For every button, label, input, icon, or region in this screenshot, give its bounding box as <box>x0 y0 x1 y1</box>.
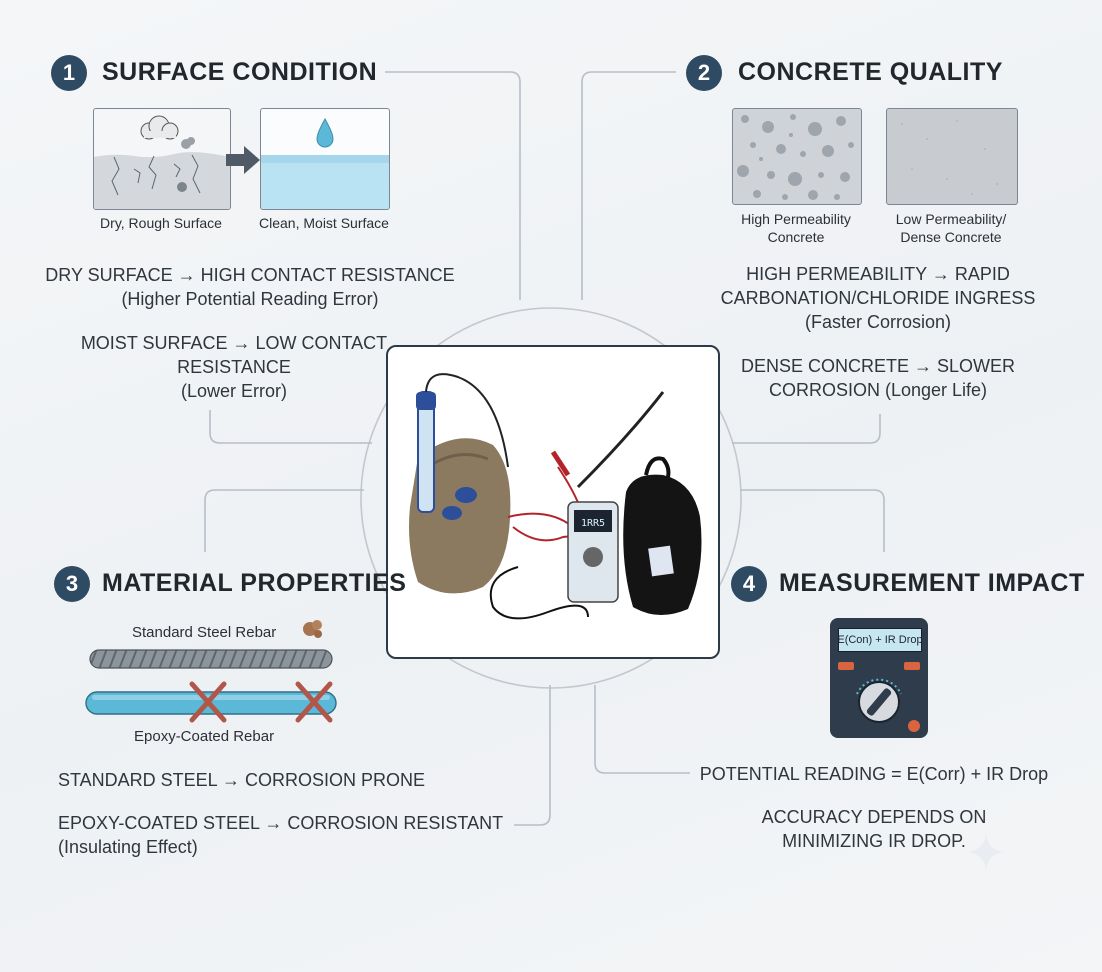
standard-steel-effect: STANDARD STEEL → CORROSION PRONE <box>58 770 426 790</box>
high-permeability-sample <box>732 108 862 205</box>
section-4-title: MEASUREMENT IMPACT <box>779 569 1085 597</box>
standard-rebar-caption: Standard Steel Rebar <box>132 624 277 641</box>
arrow-right-icon <box>226 146 260 174</box>
section-1-badge: 1 <box>51 55 87 91</box>
multimeter-display: E(Con) + IR Drop <box>837 628 923 652</box>
multimeter-reading: 1RR5 <box>581 518 605 529</box>
dry-surface-illustration <box>93 108 231 210</box>
epoxy-steel-effect: EPOXY-COATED STEEL → CORROSION RESISTANT… <box>58 813 504 857</box>
sparkle-icon <box>968 834 1004 870</box>
low-permeability-sample <box>886 108 1018 205</box>
accuracy-note: ACCURACY DEPENDS ON MINIMIZING IR DROP. <box>761 807 987 851</box>
multimeter-illustration: E(Con) + IR Drop <box>830 618 928 738</box>
standard-steel-rebar <box>89 649 333 669</box>
section-4-badge: 4 <box>731 566 767 602</box>
selector-dial-icon <box>856 678 902 723</box>
section-3-title: MATERIAL PROPERTIES <box>102 569 407 597</box>
moist-surface-illustration <box>260 108 390 210</box>
moist-surface-caption: Clean, Moist Surface <box>259 215 389 231</box>
half-cell-test-kit-photo: 1RR5 <box>386 345 720 659</box>
meter-right-button <box>904 662 920 670</box>
moist-surface-effect: MOIST SURFACE → LOW CONTACT RESISTANCE (… <box>80 333 388 401</box>
high-permeability-effect: HIGH PERMEABILITY → RAPID CARBONATION/CH… <box>720 264 1036 332</box>
epoxy-rebar-caption: Epoxy-Coated Rebar <box>134 728 275 745</box>
epoxy-coated-rebar <box>85 681 337 723</box>
section-3-badge: 3 <box>54 566 90 602</box>
dry-surface-effect: DRY SURFACE → HIGH CONTACT RESISTANCE (H… <box>45 265 455 309</box>
section-2-badge: 2 <box>686 55 722 91</box>
high-permeability-caption: High Permeability Concrete <box>741 211 851 245</box>
dense-concrete-effect: DENSE CONCRETE → SLOWER CORROSION (Longe… <box>740 356 1016 400</box>
section-1-title: SURFACE CONDITION <box>102 58 378 86</box>
dry-surface-caption: Dry, Rough Surface <box>100 215 222 231</box>
meter-left-button <box>838 662 854 670</box>
section-2-title: CONCRETE QUALITY <box>738 58 1003 86</box>
meter-jack-icon <box>908 720 920 732</box>
potential-reading-formula: POTENTIAL READING = E(Corr) + IR Drop <box>699 764 1049 784</box>
low-permeability-caption: Low Permeability/ Dense Concrete <box>895 211 1007 245</box>
rust-icon <box>303 620 322 638</box>
